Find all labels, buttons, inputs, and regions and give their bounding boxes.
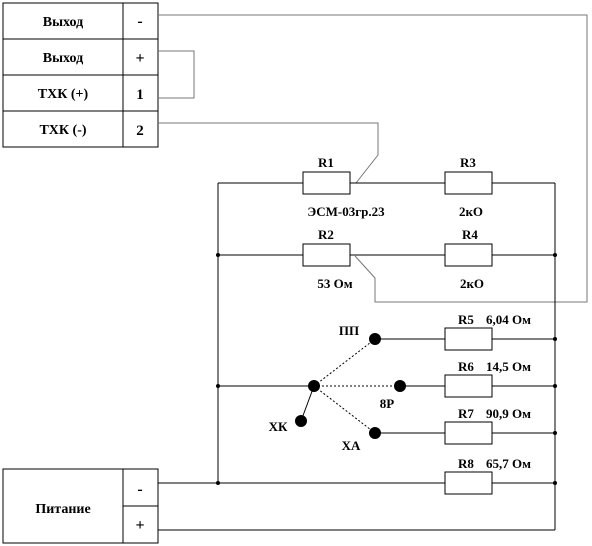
switch-contact-pp <box>369 333 381 345</box>
resistor-r5-name: R5 <box>458 312 474 327</box>
terminal-out-minus-label: Выход <box>43 15 83 30</box>
resistor-r3-name: R3 <box>460 155 476 170</box>
terminal-out-plus-label: Выход <box>43 51 83 66</box>
switch-label-xk: ХК <box>269 419 288 434</box>
junctions <box>216 253 557 485</box>
junction-dot <box>216 481 220 485</box>
selector-switch: ПП 8Р ХА ХК <box>269 323 406 453</box>
switch-label-8r: 8Р <box>380 396 395 411</box>
terminal-out-minus-sign: - <box>137 13 142 30</box>
resistor-r3: R3 2кО <box>444 155 493 219</box>
resistor-r7-value: 90,9 Ом <box>486 406 531 421</box>
junction-dot <box>553 253 557 257</box>
resistor-r8: R8 65,7 Ом <box>444 456 531 495</box>
resistor-r6-name: R6 <box>458 359 474 374</box>
junction-dot <box>553 384 557 388</box>
resistor-r7: R7 90,9 Ом <box>444 406 531 445</box>
resistor-r8-name: R8 <box>458 456 474 471</box>
resistor-r5: R5 6,04 Ом <box>444 312 531 351</box>
terminal-block: Выход - Выход + ТХК (+) 1 ТХК (-) 2 <box>2 2 159 148</box>
junction-dot <box>216 384 220 388</box>
switch-label-xa: ХА <box>342 438 361 453</box>
power-block: Питание - + <box>2 468 159 544</box>
resistor-r1-name: R1 <box>318 155 334 170</box>
junction-dot <box>553 431 557 435</box>
terminal-tc-plus-label: ТХК (+) <box>38 87 89 102</box>
output-wires <box>158 14 588 303</box>
resistor-r6-value: 14,5 Ом <box>486 359 531 374</box>
terminal-out-plus-sign: + <box>135 50 144 67</box>
terminal-tc-plus-pin: 1 <box>136 87 144 103</box>
resistor-r8-value: 65,7 Ом <box>486 456 531 471</box>
terminal-tc-minus-pin: 2 <box>136 123 144 139</box>
resistor-r4: R4 2кО <box>444 227 493 291</box>
selector-wires <box>300 338 400 434</box>
resistor-r1-value: ЭСМ-03гр.23 <box>307 204 385 219</box>
junction-dot <box>553 481 557 485</box>
switch-common-contact <box>308 380 320 392</box>
power-minus-sign: - <box>137 481 142 498</box>
bridge-wiring <box>158 182 556 531</box>
power-label: Питание <box>35 502 90 517</box>
resistor-r3-value: 2кО <box>459 204 483 219</box>
junction-dot <box>553 337 557 341</box>
switch-label-pp: ПП <box>339 323 359 338</box>
resistor-r5-value: 6,04 Ом <box>486 312 531 327</box>
switch-contact-xa <box>369 427 381 439</box>
resistor-r2-name: R2 <box>318 227 334 242</box>
switch-contact-8r <box>394 380 406 392</box>
resistor-r4-name: R4 <box>462 227 478 242</box>
resistor-r4-value: 2кО <box>460 276 484 291</box>
junction-dot <box>216 253 220 257</box>
resistor-r7-name: R7 <box>458 406 474 421</box>
resistor-r2-value: 53 Ом <box>317 276 352 291</box>
resistor-r6: R6 14,5 Ом <box>444 359 531 398</box>
power-plus-sign: + <box>135 517 144 534</box>
terminal-tc-minus-label: ТХК (-) <box>39 123 86 138</box>
resistor-r2: R2 53 Ом <box>302 227 353 291</box>
switch-contact-xk <box>295 415 307 427</box>
resistor-r1: R1 ЭСМ-03гр.23 <box>302 155 385 219</box>
